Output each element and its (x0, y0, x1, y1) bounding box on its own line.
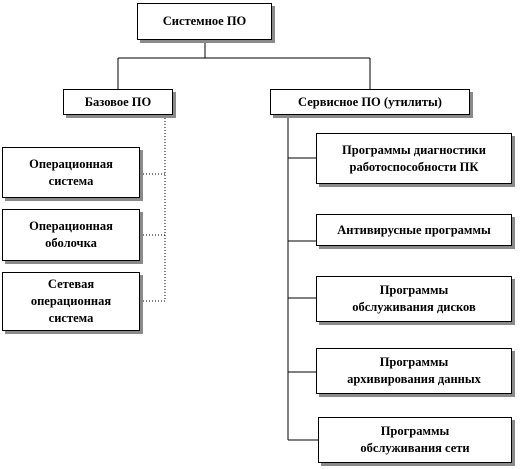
right-item-disk-maintenance: Программы обслуживания дисков (316, 276, 512, 322)
service-software-node: Сервисное ПО (утилиты) (270, 89, 470, 115)
left-item-os: Операционная система (2, 147, 140, 198)
right-item-antivirus: Антивирусные программы (316, 214, 512, 246)
root-node: Системное ПО (137, 3, 272, 40)
left-item-shell: Операционная оболочка (2, 209, 140, 261)
basic-software-node: Базовое ПО (63, 89, 173, 115)
right-item-archiving: Программы архивирования данных (316, 348, 512, 394)
right-item-diagnostics: Программы диагностики работоспособности … (316, 133, 512, 184)
left-item-network-os: Сетевая операционная система (2, 272, 140, 331)
right-item-network-maintenance: Программы обслуживания сети (318, 417, 512, 463)
